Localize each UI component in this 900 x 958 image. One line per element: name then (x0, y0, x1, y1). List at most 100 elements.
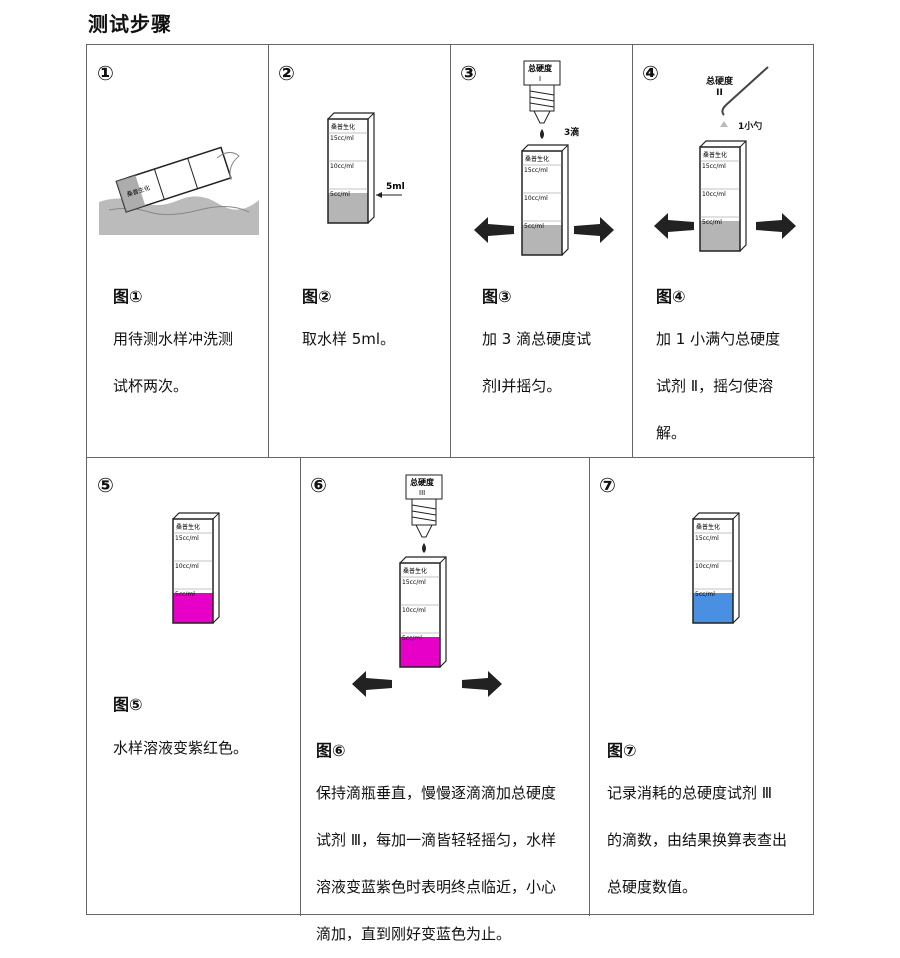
bottle-label-roman: III (419, 489, 425, 497)
water-level (328, 193, 368, 223)
desc-line: 剂Ⅰ并摇匀。 (482, 377, 562, 395)
step-caption: 图③ (482, 287, 512, 306)
step-number: ⑦ (599, 473, 616, 497)
arrow-label: 5ml (386, 182, 405, 192)
divider (87, 457, 815, 458)
dropper-bottle: 总硬度 I (523, 60, 561, 139)
shake-arrows (474, 217, 614, 243)
mark-10: 10cc/ml (524, 195, 548, 202)
spoon-label-text: 总硬度 (706, 77, 734, 87)
page-title: 测试步骤 (88, 12, 172, 36)
tube-brand-label: 桑普生化 (525, 155, 549, 163)
step-description: 取水样 5ml。 (302, 316, 395, 363)
step-description: 保持滴瓶垂直，慢慢逐滴滴加总硬度 试剂 Ⅲ，每加一滴皆轻轻摇匀，水样 溶液变蓝紫… (316, 770, 556, 958)
mark-15: 15cc/ml (524, 167, 548, 174)
spoon-icon (720, 66, 769, 127)
arrow-left-icon (654, 213, 694, 239)
mark-5: 5cc/ml (695, 591, 715, 598)
step-number: ⑥ (310, 473, 327, 497)
divider (300, 457, 301, 916)
mark-5: 5cc/ml (524, 223, 544, 230)
step-description: 加 3 滴总硬度试 剂Ⅰ并摇匀。 (482, 316, 591, 410)
step-number: ④ (642, 61, 659, 85)
step-3: ③ 总硬度 I 3滴 桑普生化 15cc/ml 10cc/ml 5cc/ml (450, 45, 632, 457)
desc-line: 试剂 Ⅲ，每加一滴皆轻轻摇匀，水样 (316, 831, 557, 849)
tube-illustration: 桑普生化 15cc/ml 10cc/ml 5cc/ml (172, 512, 220, 624)
measuring-tube (399, 562, 441, 668)
measuring-tube (172, 518, 214, 624)
step-number: ⑤ (97, 473, 114, 497)
steps-grid: ① 桑普生化 图① 用待测水样冲洗测 试杯两次。 ② 桑普生化 (86, 44, 815, 943)
blue-solution (693, 593, 733, 623)
step-4: ④ 总硬度 II 1小勺 桑普生化 15cc/ml 10cc/ml 5cc/ml (632, 45, 815, 457)
tube-brand-label: 桑普生化 (403, 567, 427, 575)
tube-illustration: 桑普生化 15cc/ml 10cc/ml 5cc/ml (521, 144, 569, 256)
tube-brand-label: 桑普生化 (703, 151, 727, 159)
step-caption: 图④ (656, 287, 686, 306)
bottle-label-roman: I (539, 75, 541, 83)
mark-10: 10cc/ml (695, 563, 719, 570)
step-number: ③ (460, 61, 477, 85)
tube-illustration: 桑普生化 15cc/ml 10cc/ml 5cc/ml (692, 512, 740, 624)
step-caption: 图① (113, 287, 143, 306)
shake-arrows (352, 671, 502, 697)
mark-10: 10cc/ml (702, 191, 726, 198)
step-number: ② (278, 61, 295, 85)
step-caption: 图⑤ (113, 695, 143, 714)
tube-brand-label: 桑普生化 (331, 123, 355, 131)
shake-arrows (654, 213, 796, 239)
measuring-tube (699, 146, 741, 252)
tube-illustration: 桑普生化 15cc/ml 10cc/ml 5cc/ml (399, 556, 447, 668)
tube-brand-label: 桑普生化 (176, 523, 200, 531)
purple-solution (400, 637, 440, 667)
divider (632, 45, 633, 457)
mark-5: 5cc/ml (175, 591, 195, 598)
bottle-label: 总硬度 (528, 63, 553, 73)
step-description: 用待测水样冲洗测 试杯两次。 (113, 316, 233, 410)
step-caption: 图⑦ (607, 741, 637, 760)
desc-line: 加 3 滴总硬度试 (482, 330, 592, 348)
dropper-bottle: 总硬度 III (405, 474, 443, 553)
step-description: 水样溶液变紫红色。 (113, 725, 248, 772)
mark-15: 15cc/ml (402, 579, 426, 586)
desc-line: 试杯两次。 (113, 377, 189, 395)
arrow-right-icon (574, 217, 614, 243)
measuring-tube (327, 118, 369, 224)
step-7: ⑦ 桑普生化 15cc/ml 10cc/ml 5cc/ml 图⑦ 记录消耗的总硬… (589, 457, 815, 916)
drops-label: 3滴 (564, 128, 580, 138)
step-6: ⑥ 总硬度 III 桑普生化 15cc/ml 10cc/ml 5cc/ml (300, 457, 589, 943)
step-number: ① (97, 61, 114, 85)
desc-line: 的滴数，由结果换算表查出 (607, 831, 788, 849)
mark-10: 10cc/ml (330, 163, 354, 170)
mark-15: 15cc/ml (695, 535, 719, 542)
mark-10: 10cc/ml (402, 607, 426, 614)
spoon-label-roman: II (716, 88, 723, 98)
arrow-left-icon (474, 217, 514, 243)
mark-15: 15cc/ml (175, 535, 199, 542)
desc-line: 溶液变蓝紫色时表明终点临近，小心 (316, 878, 557, 896)
purple-solution (173, 593, 213, 623)
desc-line: 记录消耗的总硬度试剂 Ⅲ (607, 784, 773, 802)
mark-10: 10cc/ml (175, 563, 199, 570)
divider (589, 457, 590, 916)
desc-line: 总硬度数值。 (607, 878, 698, 896)
arrow-left-icon (352, 671, 392, 697)
step-caption: 图⑥ (316, 741, 346, 760)
mark-15: 15cc/ml (702, 163, 726, 170)
arrow-right-icon (756, 213, 796, 239)
mark-5: 5cc/ml (402, 635, 422, 642)
spoon-label: 总硬度 II (706, 77, 733, 99)
desc-line: 加 1 小满勺总硬度 (656, 330, 781, 348)
desc-line: 水样溶液变紫红色。 (113, 739, 249, 757)
step-caption: 图② (302, 287, 332, 306)
desc-line: 试剂 Ⅱ，摇匀使溶 (656, 377, 774, 395)
tube-illustration: 桑普生化 15cc/ml 10cc/ml 5cc/ml (699, 140, 747, 252)
mark-5: 5cc/ml (330, 191, 350, 198)
measuring-tube (521, 150, 563, 256)
desc-line: 滴加，直到刚好变蓝色为止。 (316, 925, 512, 943)
drop-icon (422, 543, 426, 553)
step-2: ② 桑普生化 15cc/ml 10cc/ml 5cc/ml 5ml 图② 取水样… (268, 45, 450, 457)
spoon-amount-label: 1小勺 (738, 122, 763, 132)
step-5: ⑤ 桑普生化 15cc/ml 10cc/ml 5cc/ml 图⑤ 水样溶液变紫红… (87, 457, 300, 916)
mark-15: 15cc/ml (330, 135, 354, 142)
